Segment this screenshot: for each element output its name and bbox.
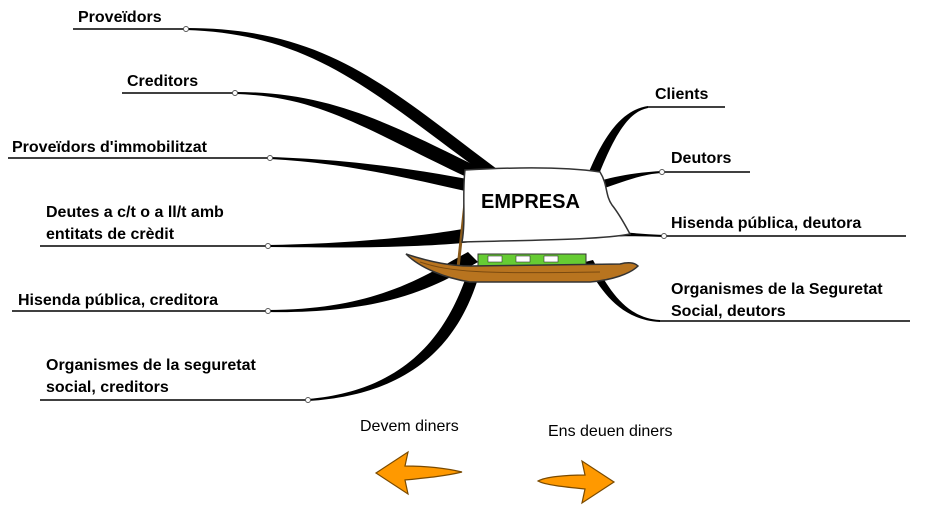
branch-line-deutes [268,225,490,248]
branch-label-hisenda-deutora: Hisenda pública, deutora [671,215,862,232]
branch-label-clients: Clients [655,86,709,103]
branch-label-organismes-deutors-line1: Organismes de la Seguretat [671,281,883,298]
branch-label-organismes-line2: social, creditors [46,379,169,396]
right-connector-dots [659,169,667,239]
branch-label-proveidors: Proveïdors [78,9,162,26]
branch-line-organismes-creditors [308,265,480,401]
branch-label-deutes-line2: entitats de crèdit [46,226,175,243]
center-label: EMPRESA [481,191,580,213]
branch-line-proveidors-immobilitzat [270,157,500,198]
branch-line-hisenda-creditora [268,252,478,313]
legend-label-devem-diners: Devem diners [360,418,459,435]
branch-line-clients [582,106,648,192]
branch-label-deutors: Deutors [671,150,732,167]
left-arrow-icon [374,450,463,496]
ship-image [405,167,640,283]
legend-label-ens-deuen-diners: Ens deuen diners [548,423,673,440]
right-underlines [648,106,910,322]
branch-label-deutes-line1: Deutes a c/t o a ll/t amb [46,204,224,221]
branch-label-hisenda-creditora: Hisenda pública, creditora [18,292,219,309]
left-connector-dots [183,26,311,403]
branch-label-proveidors-immobilitzat: Proveïdors d'immobilitzat [12,139,207,156]
ship-sail [461,167,632,243]
branch-label-creditors: Creditors [127,73,199,90]
branch-label-organismes-line1: Organismes de la seguretat [46,357,256,374]
branch-label-organismes-deutors-line2: Social, deutors [671,303,786,320]
right-arrow-icon [536,459,616,505]
left-underlines [8,28,308,401]
ship-hull [405,253,640,283]
